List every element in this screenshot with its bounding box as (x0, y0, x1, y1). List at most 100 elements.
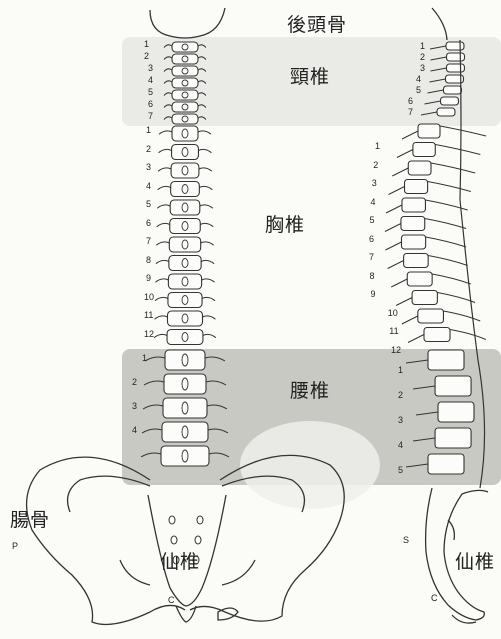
label-occipital: 後頭骨 (287, 10, 347, 37)
front-vertebra-thoracic (155, 311, 216, 326)
side-vertebra-thoracic (397, 143, 480, 158)
front-vertebra-thoracic (156, 256, 214, 271)
side-vertebra-lumbar (413, 428, 471, 448)
front-vertebra-thoracic (158, 163, 212, 178)
side-number-cervical: 1 (420, 42, 425, 51)
side-number-thoracic: 10 (388, 309, 398, 318)
side-number-lumbar: 3 (398, 416, 403, 425)
mark-p: P (12, 542, 18, 551)
side-vertebra-cervical (427, 86, 461, 94)
front-vertebra-lumbar (142, 422, 228, 442)
front-vertebra-cervical (164, 78, 206, 88)
side-number-lumbar: 4 (398, 441, 403, 450)
front-number-thoracic: 10 (144, 293, 154, 302)
side-vertebra-cervical (425, 97, 459, 105)
side-number-thoracic: 6 (369, 235, 374, 244)
side-vertebra-thoracic (391, 272, 471, 287)
front-vertebra-lumbar (143, 398, 227, 418)
front-number-thoracic: 9 (146, 274, 151, 283)
side-number-thoracic: 8 (370, 272, 375, 281)
side-number-thoracic: 9 (370, 290, 375, 299)
front-number-cervical: 7 (148, 112, 153, 121)
side-vertebra-cervical (430, 75, 464, 83)
front-vertebra-thoracic (158, 182, 213, 197)
front-number-cervical: 3 (148, 64, 153, 73)
front-number-lumbar: 3 (132, 402, 137, 411)
side-vertebra-lumbar (413, 376, 471, 396)
side-vertebra-lumbar (416, 402, 474, 422)
front-number-lumbar: 2 (132, 378, 137, 387)
front-number-thoracic: 4 (146, 182, 151, 191)
front-number-thoracic: 5 (146, 200, 151, 209)
side-vertebra-thoracic (389, 180, 471, 195)
side-number-thoracic: 7 (369, 253, 374, 262)
mark-coccyx-front: C (168, 596, 175, 605)
front-vertebra-thoracic (159, 145, 212, 160)
label-sacrum-front: 仙椎 (160, 547, 200, 574)
side-number-thoracic: 2 (373, 161, 378, 170)
side-number-thoracic: 3 (372, 179, 377, 188)
side-vertebra-thoracic (396, 291, 475, 306)
side-number-thoracic: 4 (370, 198, 375, 207)
front-vertebra-cervical (164, 114, 206, 124)
side-vertebra-cervical (430, 42, 464, 50)
side-number-cervical: 2 (420, 53, 425, 62)
side-number-thoracic: 1 (375, 142, 380, 151)
side-vertebra-thoracic (392, 161, 475, 176)
front-vertebra-cervical (164, 66, 206, 76)
side-number-lumbar: 5 (398, 466, 403, 475)
side-number-lumbar: 1 (398, 366, 403, 375)
side-number-cervical: 6 (408, 97, 413, 106)
front-number-cervical: 5 (148, 88, 153, 97)
front-vertebra-cervical (164, 42, 206, 52)
front-number-thoracic: 6 (146, 219, 151, 228)
front-number-thoracic: 7 (146, 237, 151, 246)
side-number-thoracic: 12 (391, 346, 401, 355)
front-spine (141, 42, 229, 466)
side-vertebra-cervical (431, 53, 465, 61)
side-vertebra-thoracic (402, 309, 480, 324)
front-vertebra-thoracic (156, 237, 213, 252)
front-vertebra-thoracic (157, 219, 214, 234)
front-number-thoracic: 2 (146, 145, 151, 154)
side-number-lumbar: 2 (398, 391, 403, 400)
side-vertebra-thoracic (385, 235, 466, 250)
skull-base-side (432, 8, 447, 40)
side-number-thoracic: 11 (389, 327, 398, 336)
front-number-cervical: 2 (144, 52, 149, 61)
front-number-lumbar: 1 (142, 354, 147, 363)
front-vertebra-thoracic (155, 293, 215, 308)
front-number-cervical: 6 (148, 100, 153, 109)
side-vertebra-thoracic (386, 198, 468, 213)
front-number-thoracic: 12 (144, 330, 154, 339)
front-vertebra-lumbar (145, 350, 225, 370)
front-number-thoracic: 8 (146, 256, 151, 265)
front-vertebra-lumbar (144, 374, 226, 394)
front-number-thoracic: 1 (146, 126, 151, 135)
front-vertebra-thoracic (157, 200, 213, 215)
label-lumbar: 腰椎 (290, 376, 330, 403)
front-number-cervical: 4 (148, 76, 153, 85)
side-vertebra-lumbar (406, 350, 464, 370)
front-vertebra-thoracic (155, 274, 214, 289)
side-vertebra-thoracic (402, 124, 486, 139)
label-thoracic: 胸椎 (265, 210, 305, 237)
skull-base-front (150, 8, 225, 38)
side-vertebra-cervical (430, 64, 464, 72)
mark-s-side: S (403, 536, 409, 545)
front-vertebra-thoracic (159, 126, 211, 141)
side-number-cervical: 7 (408, 108, 413, 117)
side-number-cervical: 4 (416, 75, 421, 84)
side-number-thoracic: 5 (370, 216, 375, 225)
label-ilium: 腸骨 (10, 505, 50, 532)
side-vertebra-thoracic (385, 217, 466, 232)
side-vertebra-thoracic (388, 254, 468, 269)
front-number-cervical: 1 (144, 40, 149, 49)
lumbar-glow (240, 421, 380, 509)
label-cervical: 頸椎 (290, 62, 330, 89)
front-vertebra-lumbar (141, 446, 229, 466)
front-number-lumbar: 4 (132, 426, 137, 435)
side-vertebra-cervical (421, 108, 455, 116)
